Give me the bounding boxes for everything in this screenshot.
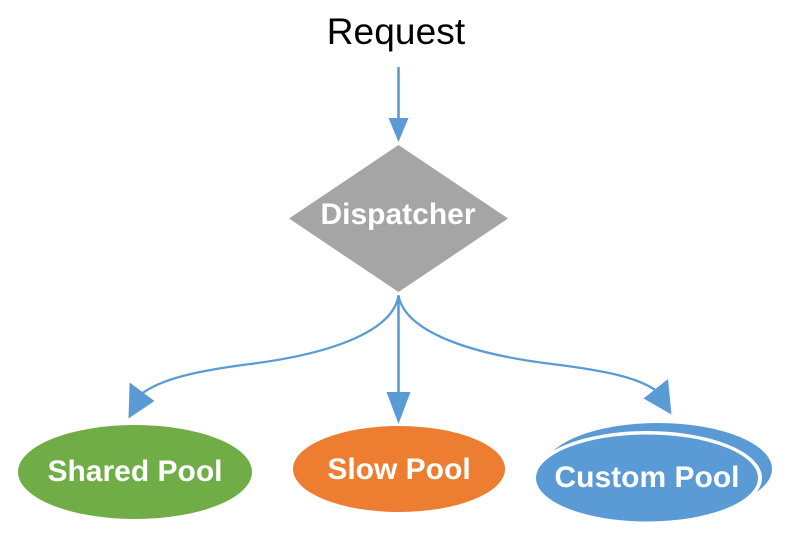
slow-pool-ellipse-shape [293, 426, 505, 512]
arrow-shaft [397, 294, 660, 394]
edge-request-to-dispatcher [388, 67, 409, 142]
dispatcher-diamond-shape [289, 145, 508, 292]
edge-dispatcher-to-shared-pool [128, 294, 400, 419]
arrow-head [386, 392, 411, 424]
arrow-head [128, 382, 155, 419]
arrow-head [643, 379, 672, 415]
edge-dispatcher-to-slow-pool [386, 296, 411, 424]
node-dispatcher[interactable] [289, 145, 508, 292]
node-shared-pool[interactable] [18, 425, 252, 519]
edge-dispatcher-to-custom-pool [397, 294, 672, 415]
node-slow-pool[interactable] [293, 426, 505, 512]
arrow-head [388, 118, 409, 142]
arrow-shaft [138, 294, 400, 397]
custom-pool-front-ellipse-shape [536, 434, 758, 522]
shared-pool-ellipse-shape [18, 425, 252, 519]
node-custom-pool[interactable] [532, 423, 772, 525]
